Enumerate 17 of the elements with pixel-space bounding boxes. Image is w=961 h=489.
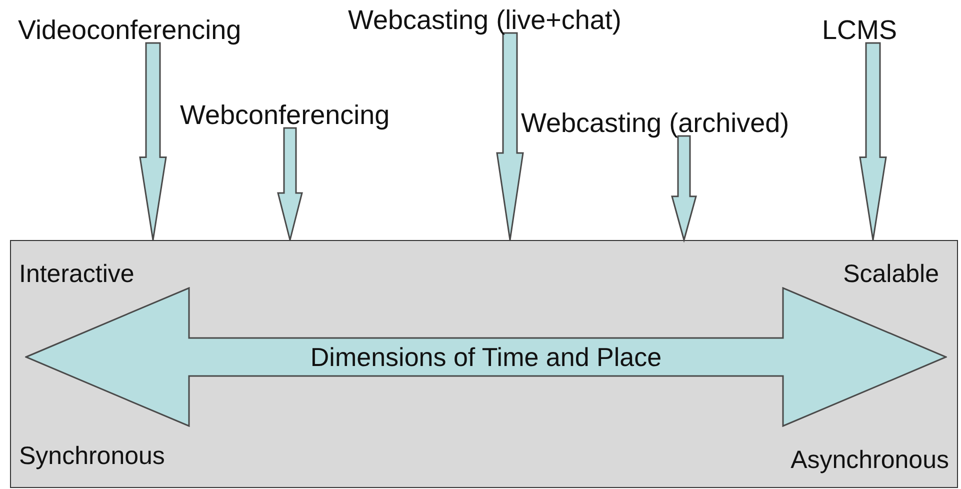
block-arrow bbox=[671, 135, 697, 243]
technology-label: Videoconferencing bbox=[18, 14, 242, 46]
block-arrow bbox=[277, 127, 303, 241]
technology-label: LCMS bbox=[822, 14, 898, 46]
axis-end-label: Synchronous bbox=[19, 441, 165, 471]
arrow-caption: Dimensions of Time and Place bbox=[309, 341, 663, 373]
spectrum-panel bbox=[10, 240, 958, 488]
technology-label: Webconferencing bbox=[180, 99, 390, 131]
axis-end-label: Interactive bbox=[19, 259, 134, 289]
block-arrow bbox=[139, 42, 167, 241]
block-arrow bbox=[496, 32, 524, 241]
block-arrow bbox=[859, 42, 887, 241]
technology-label: Webcasting (live+chat) bbox=[348, 4, 622, 36]
double-arrow bbox=[25, 287, 947, 427]
axis-end-label: Asynchronous bbox=[790, 445, 949, 475]
technology-label: Webcasting (archived) bbox=[521, 107, 790, 139]
axis-end-label: Scalable bbox=[843, 259, 939, 289]
